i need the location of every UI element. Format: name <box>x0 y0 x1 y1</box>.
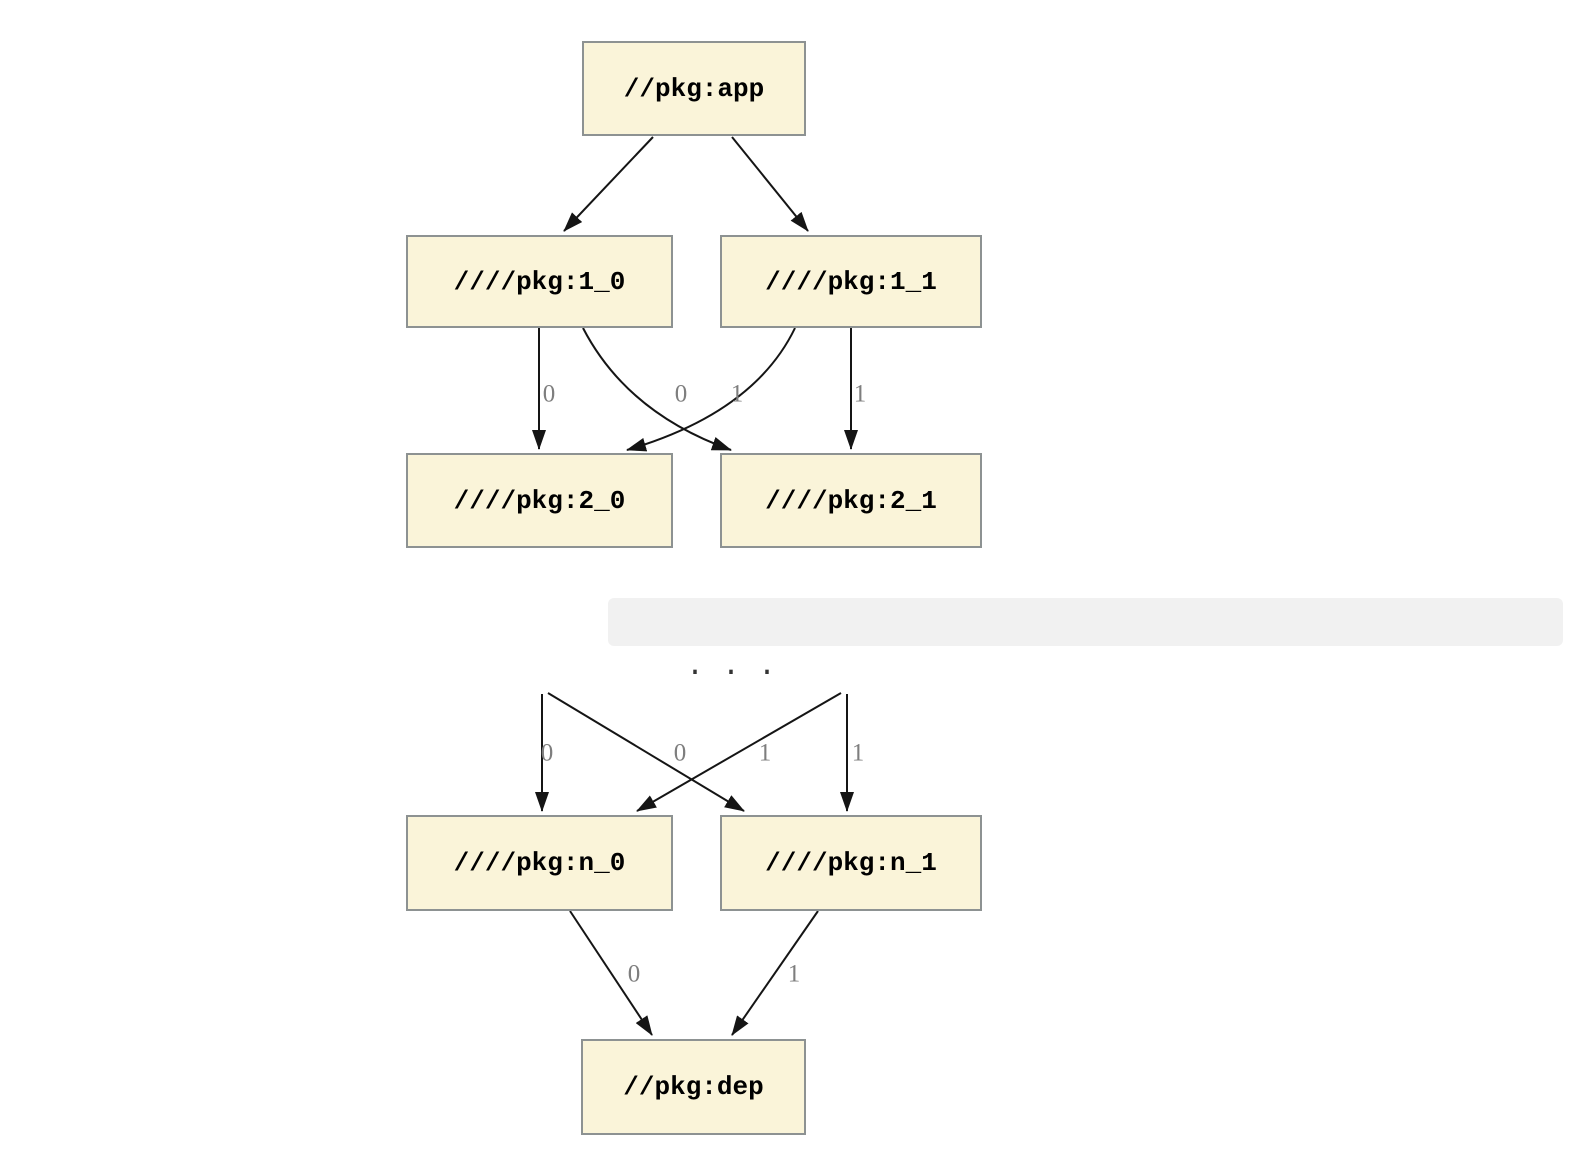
node-pkg-1_1-label: ////pkg:1_1 <box>765 266 937 297</box>
edge-dots-to-n_0-cross <box>636 692 842 812</box>
node-pkg-2_0-label: ////pkg:2_0 <box>453 485 626 516</box>
edge-1_1-to-2_0 <box>626 327 796 452</box>
ellipsis-text: . . . <box>686 650 777 684</box>
node-pkg-2_0: ////pkg:2_0 <box>406 453 673 548</box>
edge-label-1_1-to-2_1: 1 <box>853 380 867 408</box>
node-pkg-n_0: ////pkg:n_0 <box>406 815 673 911</box>
node-pkg-n_1-label: ////pkg:n_1 <box>765 848 937 878</box>
edge-label-to-n_0-straight: 0 <box>540 739 554 767</box>
node-pkg-n_0-label: ////pkg:n_0 <box>453 848 626 878</box>
node-pkg-2_1-label: ////pkg:2_1 <box>765 485 937 516</box>
edge-label-1_1-to-2_0: 0 <box>674 380 688 408</box>
edge-label-to-n_1-straight: 1 <box>851 739 865 767</box>
edge-app-to-1_1 <box>731 136 809 232</box>
node-pkg-app: //pkg:app <box>582 41 806 136</box>
node-pkg-n_1: ////pkg:n_1 <box>720 815 982 911</box>
edge-label-n_0-to-dep: 0 <box>627 960 641 988</box>
node-pkg-1_0-label: ////pkg:1_0 <box>453 266 626 297</box>
edge-label-1_0-to-2_1: 1 <box>730 380 744 408</box>
edge-label-n_1-to-dep: 1 <box>787 960 801 988</box>
node-pkg-2_1: ////pkg:2_1 <box>720 453 982 548</box>
node-pkg-1_1: ////pkg:1_1 <box>720 235 982 328</box>
edge-label-to-n_1-cross: 1 <box>758 739 772 767</box>
node-pkg-app-label: //pkg:app <box>623 73 765 104</box>
edge-n_1-to-dep <box>731 910 819 1036</box>
node-pkg-dep: //pkg:dep <box>581 1039 806 1135</box>
node-pkg-dep-label: //pkg:dep <box>623 1072 764 1102</box>
edge-app-to-1_0 <box>563 136 654 232</box>
edge-n_0-to-dep <box>569 910 653 1036</box>
edge-label-to-n_0-cross: 0 <box>673 739 687 767</box>
edge-dots-to-n_1-cross <box>547 692 745 812</box>
edge-1_0-to-2_1 <box>582 327 732 451</box>
ellipsis-code-block: . . . <box>608 598 1563 684</box>
node-pkg-1_0: ////pkg:1_0 <box>406 235 673 328</box>
edge-label-1_0-to-2_0: 0 <box>542 380 556 408</box>
